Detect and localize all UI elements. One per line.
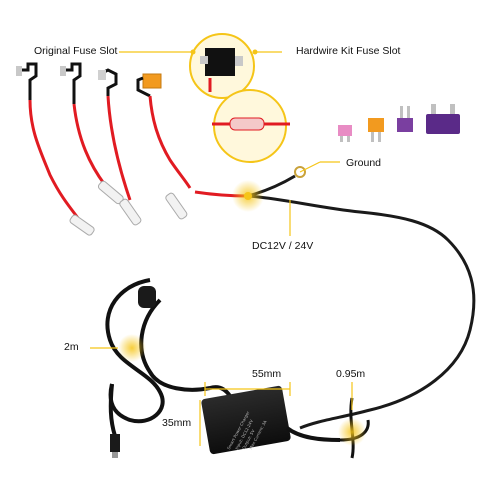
fuse-tap-1 bbox=[16, 62, 95, 236]
box-width-label: 55mm bbox=[252, 368, 282, 380]
spare-fuses bbox=[338, 104, 460, 142]
original-fuse-slot-label: Original Fuse Slot bbox=[34, 45, 118, 57]
fuse-tap-3 bbox=[98, 68, 142, 226]
fuse-tap-4 bbox=[136, 73, 192, 220]
converter-box bbox=[201, 385, 341, 455]
short-cable-segment bbox=[338, 397, 370, 459]
hardwire-kit-fuse-slot-label: Hardwire Kit Fuse Slot bbox=[296, 45, 401, 57]
ground-label: Ground bbox=[346, 157, 382, 169]
box-height-label: 35mm bbox=[162, 417, 192, 429]
fuse-tap-2 bbox=[60, 62, 124, 205]
cable-length-2m-label: 2m bbox=[64, 341, 79, 353]
hardwire-fuse-slot bbox=[189, 33, 255, 99]
usb-cable-coil bbox=[105, 278, 211, 458]
inline-fuse-holder-zoom bbox=[212, 89, 290, 163]
dc-voltage-label: DC12V / 24V bbox=[252, 240, 314, 252]
main-wire-harness bbox=[194, 166, 476, 430]
cable-length-095m-label: 0.95m bbox=[336, 368, 366, 380]
